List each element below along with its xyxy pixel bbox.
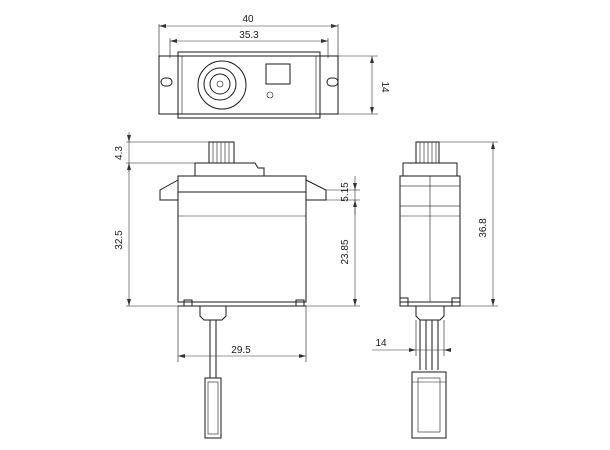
front-body: [177, 191, 307, 303]
side-output-spline: [415, 141, 440, 164]
dim-total-height: 36.8: [478, 142, 495, 306]
side-wire-exit: [415, 305, 445, 321]
side-top-cap: [402, 162, 458, 177]
label-hole-spacing: 35.3: [239, 30, 259, 41]
front-flange-right: [305, 179, 327, 201]
dim-hole-spacing: 35.3: [170, 30, 328, 43]
label-body-depth: 14: [375, 338, 387, 349]
output-spline: [209, 73, 231, 95]
dim-body-width: 29.5: [178, 345, 306, 358]
indicator-dot: [266, 91, 274, 99]
body-outline-top: [177, 51, 321, 119]
dim-body-depth: 14: [372, 338, 451, 352]
mount-slot-right: [326, 77, 339, 87]
side-connector: [411, 371, 447, 439]
flange-outline: [158, 55, 339, 115]
front-flange-left: [159, 179, 179, 201]
front-top-cap: [194, 162, 265, 177]
dim-flange-height: 5.15: [340, 176, 357, 214]
output-gear-outer: [197, 60, 247, 110]
front-view: 4.3 32.5 5.15 23.85: [114, 132, 360, 439]
output-gear-mid: [203, 67, 237, 101]
label-mount-height: 23.85: [340, 239, 351, 264]
label-flange-height: 5.15: [340, 182, 351, 202]
dim-overall-width: 40: [159, 14, 338, 28]
adjust-window: [265, 63, 291, 85]
label-top-offset: 4.3: [114, 146, 125, 160]
label-total-height: 36.8: [478, 218, 489, 238]
label-overall-width: 40: [242, 14, 254, 25]
side-view: 36.8 14: [372, 141, 498, 439]
mount-slot-left: [160, 77, 173, 87]
label-body-width: 29.5: [231, 345, 251, 356]
front-connector: [204, 377, 222, 439]
label-top-height: 14: [379, 81, 390, 93]
label-body-height: 32.5: [114, 230, 125, 250]
dim-body-height: 32.5: [114, 163, 131, 306]
front-wire-exit: [199, 305, 227, 321]
dim-top-height: 14: [370, 56, 390, 114]
dim-top-offset: 4.3: [114, 132, 131, 172]
top-view: 40 35.3 14: [158, 14, 390, 119]
dim-mount-height: 23.85: [340, 200, 357, 306]
